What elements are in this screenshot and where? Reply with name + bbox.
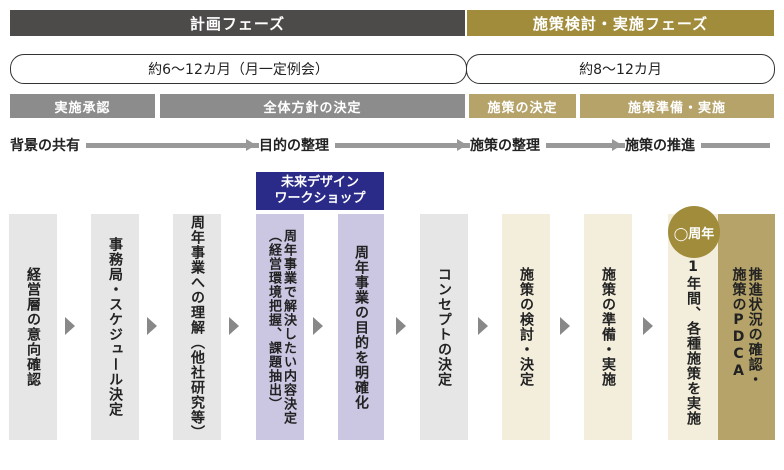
- step-box-7: 施策の検討・決定: [502, 214, 550, 440]
- step-arrow-icon: [313, 317, 323, 335]
- step-arrow-icon: [478, 317, 488, 335]
- step-box-8: 施策の準備・実施: [584, 214, 632, 440]
- subphase-measure-decision: 施策の決定: [469, 94, 576, 118]
- step-arrow-icon: [643, 317, 653, 335]
- planning-duration-label: 約6〜12カ月（月一定例会）: [148, 62, 329, 78]
- subphase-approval: 実施承認: [10, 94, 155, 118]
- anniversary-badge: ◯周年: [668, 206, 720, 258]
- step-box-3: 周年事業への理解（他社研究等）: [173, 214, 221, 440]
- implementation-duration-label: 約8〜12カ月: [579, 62, 662, 78]
- step-box-10: 推進状況の確認・ 施策のPDCA: [718, 214, 775, 440]
- future-design-workshop-label: 未来デザイン ワークショップ: [256, 172, 384, 210]
- step-box-5: 周年事業の目的を明確化: [338, 214, 384, 440]
- step-box-6: コンセプトの決定: [420, 214, 468, 440]
- step-box-4: 周年事業で解決したい内容決定 （経営環境把握、課題抽出）: [256, 214, 304, 440]
- planning-phase-bar: 計画フェーズ: [10, 10, 465, 36]
- step-arrow-icon: [147, 317, 157, 335]
- stage-background-sharing: 背景の共有: [10, 134, 86, 156]
- stage-arrow-icon: [246, 139, 256, 151]
- subphase-policy-label: 全体方針の決定: [263, 100, 362, 116]
- planning-duration-pill: 約6〜12カ月（月一定例会）: [10, 54, 467, 84]
- step-arrow-icon: [65, 317, 75, 335]
- step-box-2: 事務局・スケジュール決定: [91, 214, 139, 440]
- stage-purpose-organize: 目的の整理: [259, 134, 335, 156]
- subphase-measure-implementation: 施策準備・実施: [580, 94, 774, 118]
- stage-measure-promote: 施策の推進: [625, 134, 701, 156]
- subphase-policy: 全体方針の決定: [160, 94, 465, 118]
- step-arrow-icon: [229, 317, 239, 335]
- implementation-phase-bar: 施策検討・実施フェーズ: [467, 10, 774, 36]
- step-arrow-icon: [560, 317, 570, 335]
- stage-flow-line: [80, 143, 770, 148]
- step-box-1: 経営層の意向確認: [9, 214, 57, 440]
- planning-phase-label: 計画フェーズ: [189, 14, 286, 33]
- step-arrow-icon: [396, 317, 406, 335]
- subphase-measure-implementation-label: 施策準備・実施: [627, 100, 726, 116]
- subphase-measure-decision-label: 施策の決定: [487, 100, 558, 116]
- stage-arrow-icon: [457, 139, 467, 151]
- implementation-phase-label: 施策検討・実施フェーズ: [532, 14, 709, 33]
- stage-arrow-icon: [612, 139, 622, 151]
- implementation-duration-pill: 約8〜12カ月: [466, 54, 775, 84]
- subphase-approval-label: 実施承認: [54, 100, 111, 116]
- stage-measure-organize: 施策の整理: [470, 134, 546, 156]
